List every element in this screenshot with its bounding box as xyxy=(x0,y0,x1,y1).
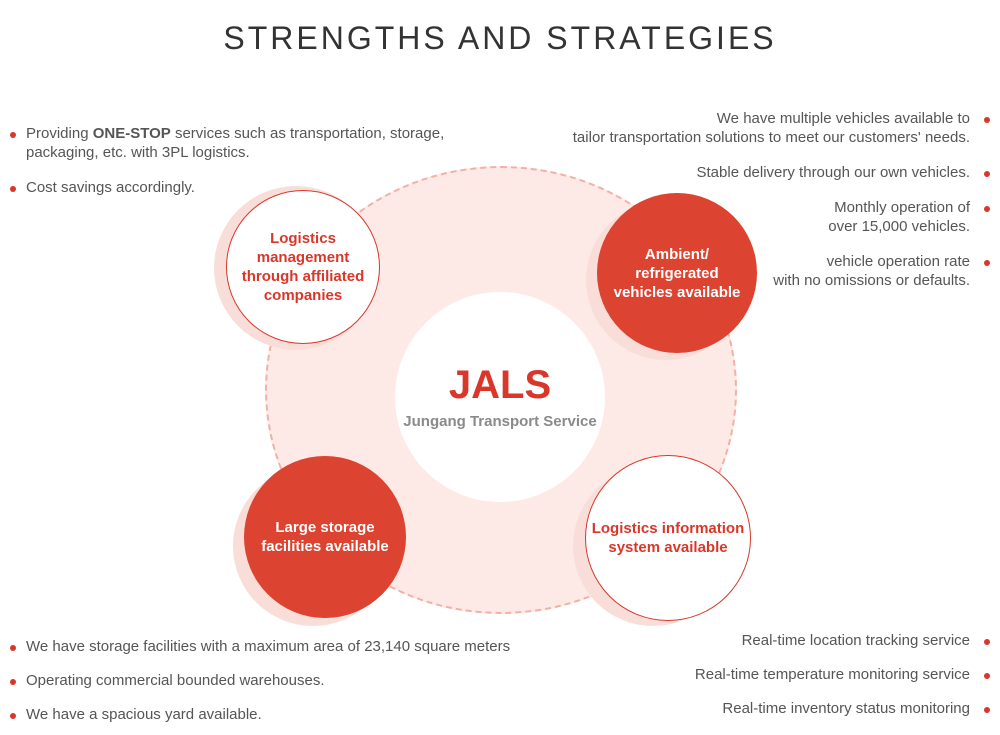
center-circle: JALS Jungang Transport Service xyxy=(395,292,605,502)
list-item: Providing ONE-STOP services such as tran… xyxy=(8,124,468,162)
list-item: Operating commercial bounded warehouses. xyxy=(8,671,548,690)
page-title: STRENGTHS AND STRATEGIES xyxy=(223,20,777,56)
list-bottom-left: We have storage facilities with a maximu… xyxy=(8,637,548,724)
node-logistics-management-label: Logistics management through affiliated … xyxy=(241,230,365,304)
list-item-text: We have multiple vehicles available to t… xyxy=(572,110,970,146)
bullet-icon xyxy=(984,673,990,679)
node-storage-label: Large storage facilities available xyxy=(261,519,389,555)
brand-subtitle: Jungang Transport Service xyxy=(403,412,597,430)
list-item: We have storage facilities with a maximu… xyxy=(8,637,548,656)
list-item: Stable delivery through our own vehicles… xyxy=(512,163,992,182)
list-item: vehicle operation rate with no omissions… xyxy=(512,252,992,290)
list-item-text: We have storage facilities with a maximu… xyxy=(26,638,511,655)
list-item-text: Cost savings accordingly. xyxy=(26,179,195,196)
list-item-suffix: services such as transportation, storage… xyxy=(26,125,445,161)
list-item-text: Real-time temperature monitoring service xyxy=(694,666,970,683)
list-item-prefix: Providing xyxy=(26,125,93,142)
node-vehicles: Ambient/ refrigerated vehicles available xyxy=(597,193,757,353)
list-item: Real-time inventory status monitoring xyxy=(632,699,992,718)
bullet-icon xyxy=(984,171,990,177)
bullet-icon xyxy=(984,117,990,123)
list-item: We have a spacious yard available. xyxy=(8,705,548,724)
list-item: We have multiple vehicles available to t… xyxy=(512,109,992,147)
list-item-text: Real-time inventory status monitoring xyxy=(722,700,970,717)
list-item-text: vehicle operation rate with no omissions… xyxy=(773,253,970,289)
node-logistics-management: Logistics management through affiliated … xyxy=(226,190,380,344)
bullet-icon xyxy=(984,206,990,212)
list-item-text: Monthly operation of over 15,000 vehicle… xyxy=(828,199,970,235)
bullet-icon xyxy=(10,186,16,192)
bullet-icon xyxy=(984,707,990,713)
brand-name: JALS xyxy=(448,362,552,407)
list-item-text: Operating commercial bounded warehouses. xyxy=(26,672,325,689)
bullet-icon xyxy=(10,713,16,719)
list-item: Real-time location tracking service xyxy=(632,631,992,650)
list-item-bold: ONE-STOP xyxy=(92,125,171,142)
node-information-system: Logistics information system available xyxy=(585,455,751,621)
list-top-left: Providing ONE-STOP services such as tran… xyxy=(8,124,468,197)
list-item-text: Stable delivery through our own vehicles… xyxy=(696,164,971,181)
list-item: Real-time temperature monitoring service xyxy=(632,665,992,684)
list-bottom-right: Real-time location tracking service Real… xyxy=(632,631,992,718)
bullet-icon xyxy=(10,132,16,138)
bullet-icon xyxy=(10,645,16,651)
bullet-icon xyxy=(984,260,990,266)
list-top-right: We have multiple vehicles available to t… xyxy=(512,109,992,290)
list-item-text: We have a spacious yard available. xyxy=(26,706,262,723)
bullet-icon xyxy=(984,639,990,645)
bullet-icon xyxy=(10,679,16,685)
list-item-text: Real-time location tracking service xyxy=(741,632,970,649)
node-storage: Large storage facilities available xyxy=(244,456,406,618)
list-item: Monthly operation of over 15,000 vehicle… xyxy=(512,198,992,236)
list-item: Cost savings accordingly. xyxy=(8,178,468,197)
node-vehicles-label: Ambient/ refrigerated vehicles available xyxy=(613,245,741,301)
node-information-system-label: Logistics information system available xyxy=(591,520,745,556)
